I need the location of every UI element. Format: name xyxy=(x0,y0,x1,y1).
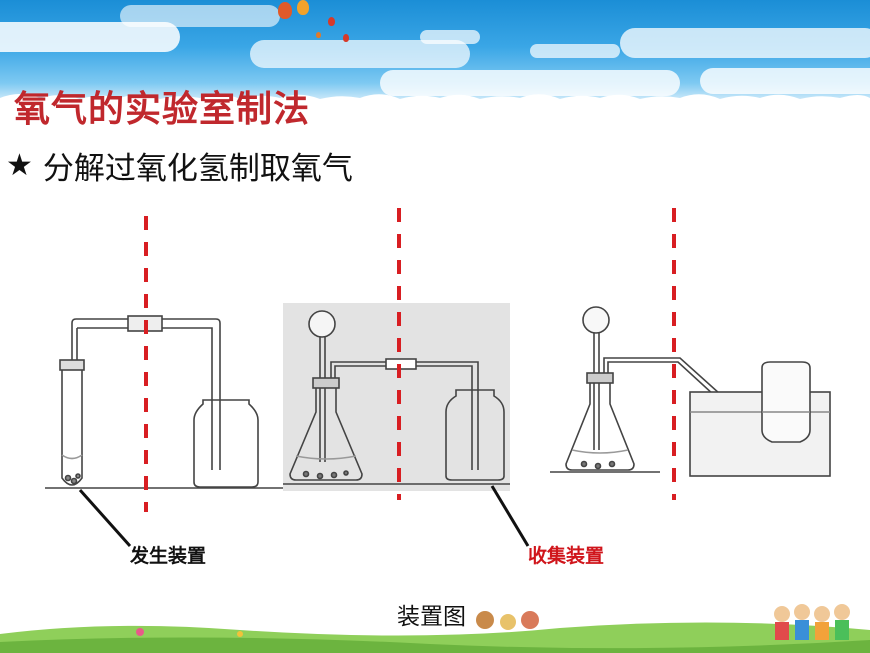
cloud xyxy=(250,40,470,68)
star-bullet-icon: ★ xyxy=(6,148,33,183)
slide-subtitle: ★ 分解过氧化氢制取氧气 xyxy=(6,143,353,188)
label-generation-apparatus: 发生装置 xyxy=(130,545,207,567)
header-sky-banner xyxy=(0,0,870,104)
cloud xyxy=(620,28,870,58)
cartoon-animals-icon xyxy=(476,611,539,630)
slide-title: 氧气的实验室制法 xyxy=(14,89,311,130)
test-tube-apparatus xyxy=(45,315,285,489)
hot-air-balloon-icon xyxy=(316,32,321,38)
cloud xyxy=(0,22,180,52)
red-dashed-dividers xyxy=(144,208,676,512)
hot-air-balloon-icon xyxy=(343,34,349,42)
label-pointers xyxy=(78,485,530,547)
cartoon-children-icon xyxy=(774,604,850,640)
pointer-generation xyxy=(78,489,132,547)
cloud xyxy=(120,5,280,27)
conical-flask-apparatus xyxy=(283,303,510,491)
cloud xyxy=(530,44,620,58)
hot-air-balloon-icon xyxy=(328,17,335,26)
cloud xyxy=(380,70,680,96)
pointer-collection xyxy=(490,485,530,547)
hot-air-balloon-icon xyxy=(278,2,292,19)
cloud xyxy=(700,68,870,94)
hot-air-balloon-icon xyxy=(297,0,309,15)
apparatus-diagram xyxy=(45,208,831,547)
figure-caption: 装置图 xyxy=(397,604,466,630)
grass-edge xyxy=(0,94,870,106)
flower-icon xyxy=(136,628,243,637)
label-collection-apparatus: 收集装置 xyxy=(528,545,605,567)
bottom-grass-decoration xyxy=(0,604,870,653)
subtitle-text: 分解过氧化氢制取氧气 xyxy=(42,151,353,187)
cloud xyxy=(420,30,480,44)
water-displacement-apparatus xyxy=(550,306,831,477)
